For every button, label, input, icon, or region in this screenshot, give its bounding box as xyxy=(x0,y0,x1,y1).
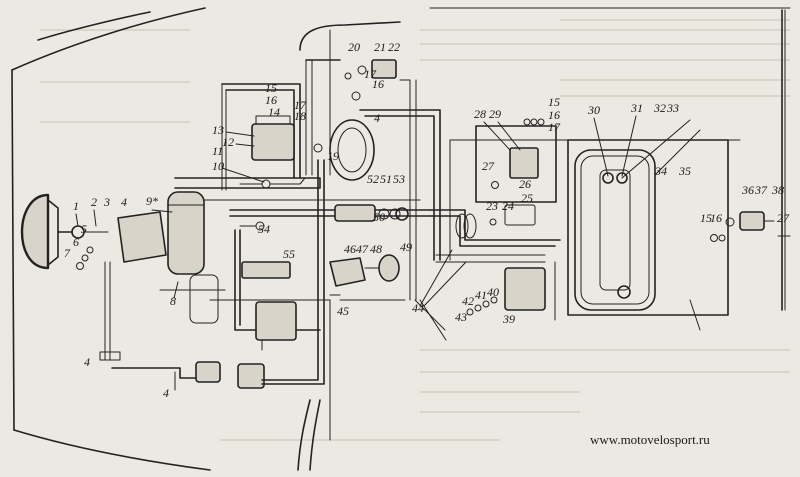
website-credit: www.motovelosport.ru xyxy=(590,432,710,447)
callout-label: 17 xyxy=(364,67,377,81)
callout-label: 33 xyxy=(666,101,679,115)
frame-outline xyxy=(11,7,791,471)
callout-label: 42 xyxy=(462,294,474,308)
callout-label: 4 xyxy=(374,111,380,125)
callout-label: 14 xyxy=(268,105,280,119)
callout-label: 11 xyxy=(212,144,223,158)
ignition-coil xyxy=(239,115,323,189)
callout-label: 16 xyxy=(265,93,277,107)
callout-label: 31 xyxy=(630,101,643,115)
callout-label: 4 xyxy=(84,355,90,369)
callout-label: 16 xyxy=(710,211,722,225)
callout-label: 49 xyxy=(400,240,412,254)
callout-label: 6 xyxy=(73,235,79,249)
callout-label: 34 xyxy=(654,164,667,178)
callout-label: 17 xyxy=(548,120,561,134)
relay-box xyxy=(475,118,557,226)
callout-label: 55 xyxy=(283,247,295,261)
callout-label: 15 xyxy=(548,95,560,109)
callout-label: 19 xyxy=(327,149,339,163)
central-harness xyxy=(174,21,441,471)
callout-label: 45 xyxy=(337,304,349,318)
callout-label: 27 xyxy=(777,211,790,225)
horn-assembly xyxy=(329,254,400,296)
callout-label: 38 xyxy=(771,183,784,197)
left-components xyxy=(99,191,265,391)
callout-label: 4 xyxy=(121,195,127,209)
callout-label: 1 xyxy=(73,199,79,213)
callout-label: 51 xyxy=(380,172,392,186)
tail-light xyxy=(710,211,791,242)
callout-label: 41 xyxy=(475,288,487,302)
callout-label: 5 xyxy=(81,222,87,236)
callout-label: 10 xyxy=(212,159,224,173)
callout-label: 44 xyxy=(412,301,424,315)
callout-label: 30 xyxy=(587,103,600,117)
callout-label: 37 xyxy=(754,183,768,197)
speedometer xyxy=(329,119,375,181)
callout-label: 29 xyxy=(489,107,501,121)
callout-label: 16 xyxy=(548,108,560,122)
callout-label: 24 xyxy=(502,199,514,213)
callout-label: 54 xyxy=(258,222,270,236)
callout-label: 26 xyxy=(519,177,531,191)
callout-label: 27 xyxy=(482,159,495,173)
battery-assembly xyxy=(567,119,729,331)
callout-label: 7 xyxy=(64,246,71,260)
callout-label: 8 xyxy=(170,294,176,308)
callout-label: 39 xyxy=(502,312,515,326)
callout-label: 47 xyxy=(356,242,369,256)
callout-label: 15 xyxy=(265,81,277,95)
callout-label: 16 xyxy=(372,77,384,91)
callout-label: 52 xyxy=(367,172,379,186)
callout-label: 50 xyxy=(373,210,385,224)
callout-label: 35 xyxy=(678,164,691,178)
callout-label: 40 xyxy=(487,285,499,299)
callout-label: 28 xyxy=(474,107,486,121)
callout-label: 48 xyxy=(370,242,382,256)
callout-label: 4 xyxy=(163,386,169,400)
callout-label: 2 xyxy=(91,195,97,209)
top-connectors xyxy=(344,59,397,101)
callout-label: 9* xyxy=(146,194,158,208)
background-print-texture xyxy=(40,19,790,441)
callout-label: 32 xyxy=(653,101,666,115)
spark-plug-assembly xyxy=(334,204,409,222)
brake-switch xyxy=(466,267,546,316)
callout-label: 23 xyxy=(486,199,498,213)
callout-label: 36 xyxy=(741,183,754,197)
callout-label: 17 xyxy=(294,98,307,112)
callout-label: 43 xyxy=(455,310,467,324)
callout-label: 22 xyxy=(388,40,400,54)
callout-label: 21 xyxy=(374,40,386,54)
leader-lines xyxy=(75,115,637,307)
callout-label: 25 xyxy=(521,191,533,205)
callout-label: 46 xyxy=(344,242,356,256)
callout-label: 15 xyxy=(700,211,712,225)
callout-label: 18 xyxy=(294,109,306,123)
voltage-regulator xyxy=(239,221,297,351)
callout-label: 3 xyxy=(103,195,110,209)
callout-label: 12 xyxy=(222,135,234,149)
headlight xyxy=(20,193,109,270)
callout-label: 20 xyxy=(348,40,360,54)
callout-label: 13 xyxy=(212,123,224,137)
callout-label: 53 xyxy=(393,172,405,186)
